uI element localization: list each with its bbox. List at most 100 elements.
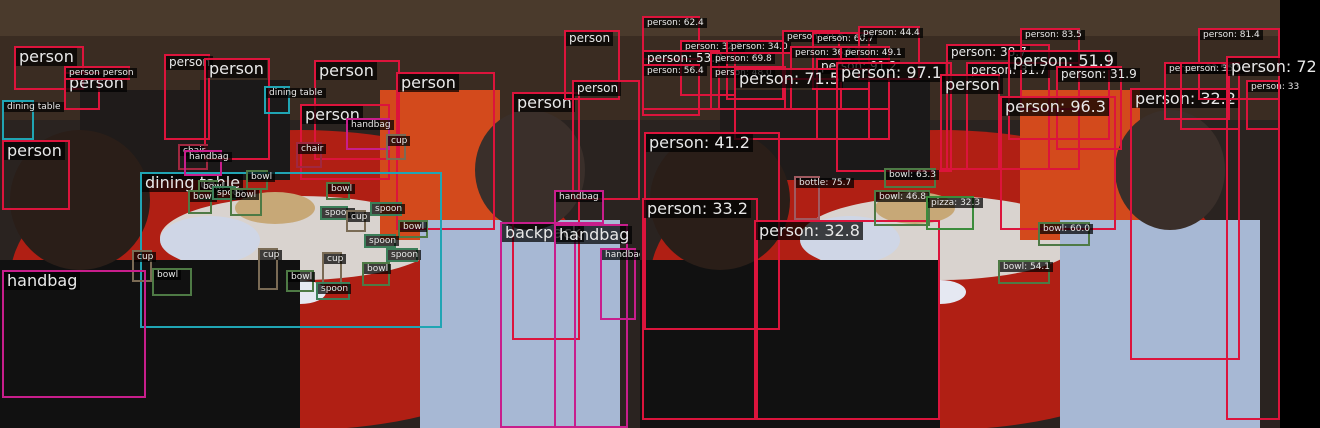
detection-box: person: 96.3 [1000,96,1116,230]
detection-label: person: 71.5 [736,69,843,89]
detection-label: spoon [372,204,406,215]
detection-label: handbag [556,192,602,203]
detection-box: person [396,72,495,230]
detection-label: person [206,59,267,79]
detection-label: bowl: 54.1 [1000,262,1054,273]
detection-box: cup [346,210,371,232]
detection-label: spoon [366,236,400,247]
detection-label: bowl: 60.0 [1040,224,1094,235]
detection-label: person [16,47,77,67]
detection-label: person: 32.8 [756,221,863,241]
detection-label: cup [324,254,347,265]
detection-label: person: 36.9 [792,48,855,59]
detection-label: person [566,31,614,46]
detection-box: handbag [600,248,648,320]
detection-label: handbag [186,152,232,163]
detection-label: handbag [4,271,81,291]
detection-label: person: 32.2 [1132,89,1239,109]
detection-label: person: 69.8 [712,54,775,65]
detection-box: person: 72 [1226,56,1320,420]
detection-label: cup [134,252,157,263]
detection-label: person [942,75,1003,95]
detection-label: cup [348,212,371,223]
detection-box: handbag [184,150,232,176]
detection-label: person [398,73,459,93]
detection-label: person: 62.4 [644,18,707,29]
detection-label: bowl [154,270,182,281]
detection-label: bowl [232,190,260,201]
detection-label: bowl [190,192,218,203]
detection-label: dining table [4,102,64,113]
detection-label: bowl [364,264,392,275]
detection-label: pizza: 32.3 [928,198,984,209]
detection-label: person [316,61,377,81]
detection-box: cup [386,134,411,160]
detection-box: bowl [188,190,218,214]
detection-box: person [2,140,70,210]
detection-box: person: 32.8 [754,220,940,420]
detection-label: person [166,55,214,70]
detection-box: handbag [554,224,633,428]
detection-box: person [164,54,214,140]
detection-box: person: 51.9 [1008,50,1117,140]
detection-box: cup [258,248,283,290]
detection-box: bowl [362,262,392,286]
detection-box: person [940,74,1003,170]
detection-label: chair [298,144,327,155]
detection-label: bowl: 46.8 [876,192,930,203]
detection-label: person: 96.3 [1002,97,1109,117]
detection-label: person: 41.2 [646,133,753,153]
detection-label: person person [66,68,137,79]
detection-box: person: 53.0 [642,50,726,110]
detection-box: spoon [316,282,352,300]
detection-label: person: 60.7 [814,34,877,45]
detection-box: bowl: 60.0 [1038,222,1094,246]
detection-label: person: 97.1 [838,63,945,83]
detection-label: person: 33 [1248,82,1303,93]
detection-label: spoon [318,284,352,295]
detection-label: handbag [556,225,633,245]
detection-box: person person [64,66,137,80]
detection-label: person: 56.4 [644,66,707,77]
detection-box: bowl: 46.8 [874,190,930,226]
detection-box: person: 97.1 [836,62,952,172]
detection-box: bottle: 75.7 [794,176,855,220]
detection-box: bowl: 54.1 [998,260,1054,284]
detection-box: person: 71.5 [734,68,870,140]
detection-box: bowl [286,270,316,292]
detection-label: handbag [348,120,394,131]
detection-label: cup [260,250,283,261]
detection-label: person: 34.0 [728,42,791,53]
detection-box: person: 56.4 [642,64,707,116]
detection-label: dining table [266,88,326,99]
detection-box: spoon [386,248,422,262]
detection-label: person: 72 [1228,57,1320,77]
detection-box: person: 33.2 [642,198,758,420]
detection-box: handbag [346,118,394,150]
detection-box: pizza: 32.3 [926,196,984,230]
detection-label: person [4,141,65,161]
detection-label: bowl [400,222,428,233]
detection-box: chair [296,142,327,168]
detection-label: person: 81.4 [1200,30,1263,41]
detection-label: person: 32.9 [682,42,745,53]
detection-label: cup [388,136,411,147]
detection-label: person: 49.1 [842,48,905,59]
detection-label: bowl: 63.3 [886,170,940,181]
detection-label: person [574,81,622,96]
detection-label: bowl [328,184,356,195]
detection-label: person: 44.4 [860,28,923,39]
detection-box: person [512,92,580,340]
detection-box: spoon [320,206,356,220]
detection-box: person [14,46,84,90]
detection-box: dining table [2,100,64,140]
detection-box: spoon [370,202,406,216]
detection-box: person [572,80,640,200]
detection-label: person: 33.2 [644,199,751,219]
detection-label: bowl [248,172,276,183]
detection-label: person [514,93,575,113]
detection-box: bowl [230,188,262,216]
detection-box: bowl [326,182,356,200]
